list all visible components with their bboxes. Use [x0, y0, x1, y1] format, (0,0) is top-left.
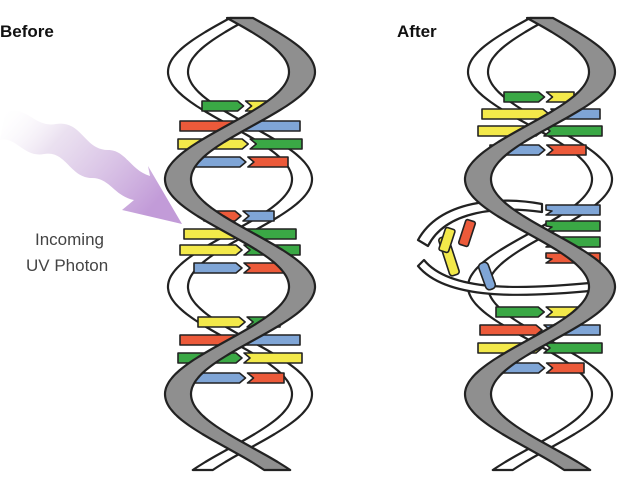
base-pairs — [477, 91, 603, 374]
photon-label-line2: UV Photon — [26, 256, 108, 275]
front-backbone — [163, 16, 317, 472]
base-red — [246, 372, 285, 384]
helix-front-strand — [163, 16, 317, 472]
dna-helix-before — [163, 16, 317, 472]
base-red — [479, 324, 543, 336]
base-red — [457, 218, 477, 248]
base-green — [503, 91, 546, 103]
base-yellow — [197, 316, 246, 328]
base-red — [545, 362, 585, 374]
base-yellow — [243, 352, 303, 364]
base-yellow — [438, 226, 456, 254]
base-red — [247, 156, 289, 168]
back-backbone — [466, 16, 614, 472]
base-blue — [477, 261, 497, 291]
base-green — [545, 220, 601, 232]
helix-back-strand — [466, 16, 614, 472]
base-green — [543, 342, 603, 354]
base-red — [546, 144, 587, 156]
base-yellow — [481, 108, 550, 120]
base-green — [201, 100, 245, 112]
base-green — [249, 138, 303, 150]
base-blue — [545, 204, 601, 216]
base-blue — [242, 210, 275, 222]
uv-photon-arrow — [0, 110, 182, 224]
base-blue — [193, 262, 243, 274]
base-green — [543, 125, 603, 137]
unwound-strand-upper — [416, 199, 544, 248]
helix-front-strand — [463, 16, 617, 472]
photon-label-line1: Incoming — [35, 230, 104, 249]
before-title: Before — [0, 22, 54, 41]
dna-helix-after — [416, 16, 617, 472]
front-backbone — [463, 16, 617, 472]
after-title: After — [397, 22, 437, 41]
base-green — [495, 306, 545, 318]
base-yellow — [545, 91, 575, 103]
base-yellow — [179, 244, 243, 256]
unwound-strand-lower — [416, 258, 602, 296]
